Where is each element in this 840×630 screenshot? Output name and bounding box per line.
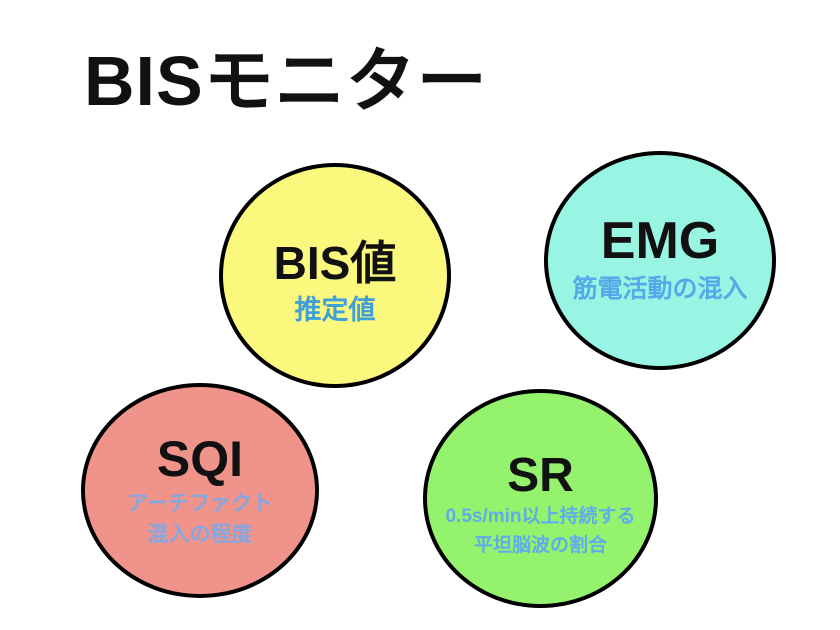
circle-bis-value: BIS値 推定値 (219, 163, 451, 388)
circle-emg-label: EMG (600, 212, 720, 271)
circle-emg-subtitle-line1: 筋電活動の混入 (572, 274, 748, 303)
circle-bis-value-label: BIS値 (273, 237, 397, 290)
circle-emg: EMG 筋電活動の混入 (544, 151, 776, 370)
page-title: BISモニター (84, 42, 488, 120)
circle-sr-subtitle-line1: 0.5s/min以上持続する (445, 506, 636, 528)
circle-sr-label: SR (507, 448, 574, 502)
circle-sr-subtitle-line2: 平坦脳波の割合 (473, 534, 607, 556)
circle-sqi: SQI アーチファクト 混入の程度 (81, 383, 319, 598)
circle-sqi-subtitle-line2: 混入の程度 (147, 523, 253, 546)
circle-sr: SR 0.5s/min以上持続する 平坦脳波の割合 (423, 389, 658, 608)
circle-sqi-subtitle-line1: アーチファクト (127, 491, 273, 515)
circle-sqi-label: SQI (156, 430, 244, 487)
circle-bis-value-subtitle-line1: 推定値 (294, 294, 376, 325)
